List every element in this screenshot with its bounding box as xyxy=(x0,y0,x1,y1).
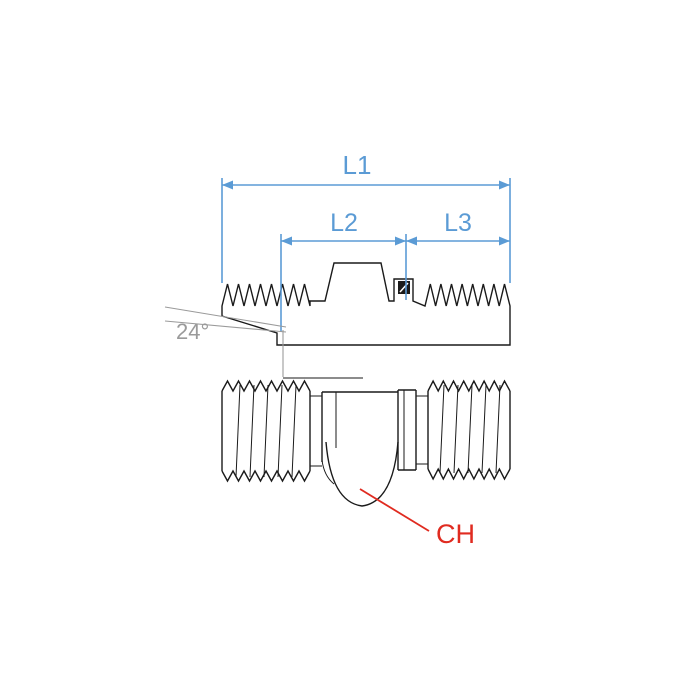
left-thread-bottom-profile xyxy=(221,469,311,483)
left-thread-top-profile xyxy=(221,379,311,393)
arrowhead-l1-right xyxy=(499,180,510,190)
arrowhead-l2-right xyxy=(395,236,406,246)
upper-section-view xyxy=(221,262,511,346)
l1-label: L1 xyxy=(343,150,372,180)
arrowhead-l3-right xyxy=(499,236,510,246)
left-thread-crest-lines xyxy=(235,384,297,478)
right-thread-top-profile xyxy=(427,379,511,393)
cone-angle-lower-line xyxy=(164,320,287,333)
washer xyxy=(397,389,417,471)
l3-label: L3 xyxy=(444,209,472,237)
lower-exterior-view xyxy=(221,379,511,507)
arrowhead-l3-left xyxy=(406,236,417,246)
dimension-labels: L1 L2 L3 xyxy=(330,150,472,237)
sectioned-body-outline xyxy=(221,262,511,346)
right-thread-bottom-profile xyxy=(427,467,511,481)
left-thread-exterior xyxy=(221,379,311,483)
cone-angle-label: 24° xyxy=(176,319,209,344)
hex-chamfer-ball xyxy=(325,441,399,507)
arrowhead-l1-left xyxy=(222,180,233,190)
right-thread-crest-lines xyxy=(439,384,501,474)
right-thread-exterior xyxy=(427,379,511,481)
cone-angle-upper-line xyxy=(164,306,287,328)
part-drawing xyxy=(221,262,511,507)
dimensions: L1 L2 L3 xyxy=(221,150,511,332)
left-neck xyxy=(310,395,322,467)
dimension-arrows xyxy=(222,180,510,246)
ch-label: CH xyxy=(436,519,475,549)
hex-size-annotation: CH xyxy=(359,488,475,549)
hex-exterior xyxy=(321,391,399,507)
l2-label: L2 xyxy=(330,209,358,237)
right-neck xyxy=(416,395,428,465)
cone-angle-lines xyxy=(164,306,287,377)
hex-corner-arc xyxy=(321,459,335,485)
ch-leader-line xyxy=(359,488,430,532)
arrowhead-l2-left xyxy=(281,236,292,246)
cone-angle-annotation: 24° xyxy=(164,306,287,377)
